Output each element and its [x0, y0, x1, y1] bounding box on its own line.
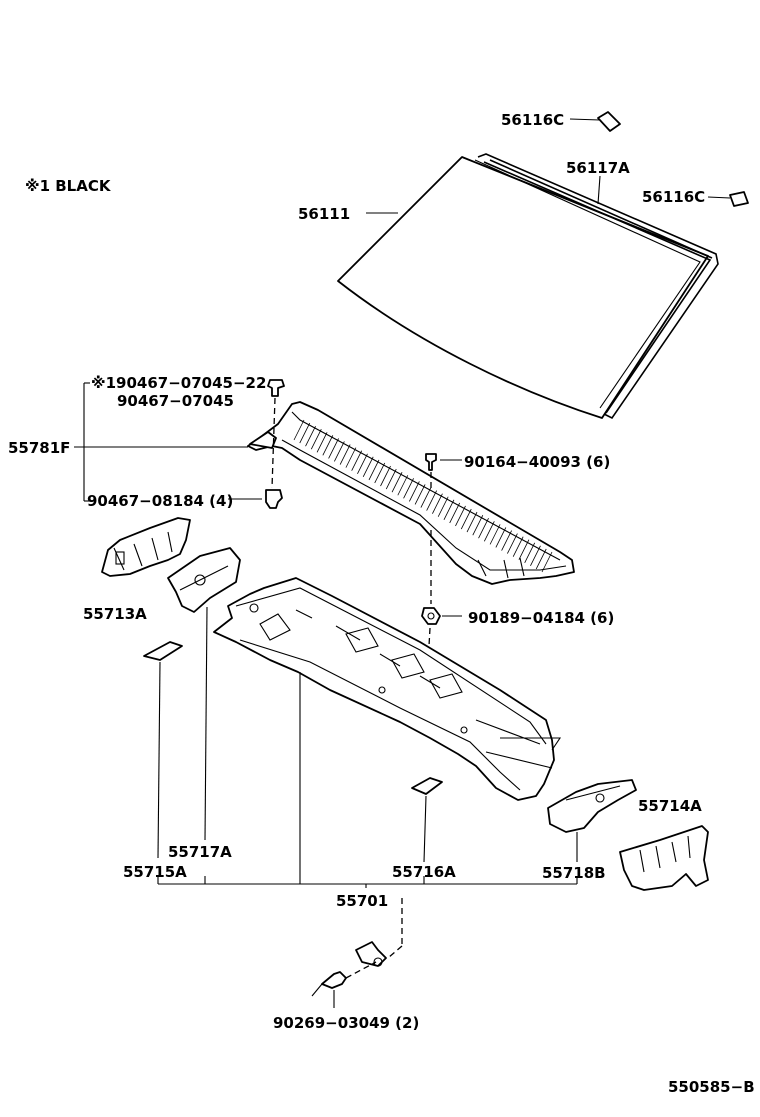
louver-slot — [328, 438, 339, 459]
label-90269-03049[interactable]: 90269−03049 (2) — [273, 1014, 419, 1032]
cowl-side-panel-rh[interactable] — [619, 825, 709, 891]
louver-slot — [334, 441, 345, 462]
cowl-side-panel-lh[interactable] — [101, 517, 191, 577]
louver-slot — [501, 530, 512, 551]
label-90467-08184[interactable]: 90467−08184 (4) — [87, 492, 233, 510]
louver-slot — [535, 548, 547, 570]
louver-slot — [489, 524, 501, 545]
louver-slot — [408, 481, 420, 502]
black-note: ※1 BLACK — [25, 177, 112, 195]
louver-slot — [357, 453, 368, 474]
louver-slot — [310, 429, 322, 450]
louver-slot — [483, 521, 495, 542]
louver-slot — [385, 468, 397, 490]
louver-slot — [443, 499, 455, 520]
louver-slot — [426, 490, 438, 511]
clip-90467-07045[interactable] — [267, 379, 285, 397]
louver-slot — [466, 511, 478, 533]
louver-slot — [449, 502, 461, 524]
label-56116c-right[interactable]: 56116C — [642, 188, 705, 206]
louver-slot — [495, 527, 507, 548]
louver-slot — [339, 444, 351, 465]
louver-slot — [432, 493, 443, 514]
small-bracket-55715a[interactable] — [143, 641, 183, 661]
windshield-molding[interactable] — [474, 153, 719, 420]
louver-slot — [478, 518, 489, 539]
nut-90189-04184[interactable] — [421, 607, 441, 625]
louver-slot — [380, 465, 391, 487]
label-90189-04184[interactable]: 90189−04184 (6) — [468, 609, 614, 627]
label-55713a[interactable]: 55713A — [83, 605, 147, 623]
label-56117a[interactable]: 56117A — [566, 159, 630, 177]
label-55718b[interactable]: 55718B — [542, 864, 606, 882]
louver-slot — [391, 472, 403, 493]
louver-slot — [512, 536, 524, 557]
small-bracket-lower[interactable] — [355, 941, 387, 967]
louver-slot — [299, 422, 311, 444]
cowl-panel-main[interactable] — [213, 577, 562, 801]
louver-slot — [293, 419, 305, 441]
louver-slot — [316, 432, 328, 453]
louver-slot — [437, 496, 449, 517]
louver-slot — [472, 514, 484, 536]
louver-slot — [305, 425, 316, 447]
bolt-90269-03049[interactable] — [311, 971, 347, 997]
label-90467-07045[interactable]: 90467−07045 — [117, 392, 234, 410]
louver-slot — [414, 484, 426, 505]
louver-slot — [460, 508, 472, 530]
louver-slot — [524, 542, 536, 563]
louver-slot — [541, 551, 553, 573]
louver-slot — [397, 475, 409, 496]
louver-slot — [530, 545, 541, 567]
label-56116c-top[interactable]: 56116C — [501, 111, 564, 129]
cowl-brace-lh[interactable] — [167, 547, 241, 613]
label-55715a[interactable]: 55715A — [123, 863, 187, 881]
label-55716a[interactable]: 55716A — [392, 863, 456, 881]
label-55714a[interactable]: 55714A — [638, 797, 702, 815]
molding-clip-right[interactable] — [729, 191, 749, 207]
louver-slot — [322, 435, 334, 456]
louver-slot — [455, 505, 466, 527]
label-55717a[interactable]: 55717A — [168, 843, 232, 861]
louver-slot — [374, 462, 386, 484]
louver-slot — [351, 450, 363, 471]
screw-90164-40093[interactable] — [425, 453, 437, 471]
louver-slot — [518, 539, 530, 560]
label-55701[interactable]: 55701 — [336, 892, 388, 910]
louver-slot — [345, 447, 357, 468]
small-bracket-55716a[interactable] — [411, 777, 443, 795]
louver-slot — [368, 459, 380, 481]
label-90164-40093[interactable]: 90164−40093 (6) — [464, 453, 610, 471]
clip-90467-08184[interactable] — [265, 489, 283, 509]
label-56111[interactable]: 56111 — [298, 205, 350, 223]
diagram-id: 550585−B — [668, 1078, 755, 1096]
louver-slot — [362, 456, 374, 478]
molding-clip-top[interactable] — [597, 111, 621, 132]
cowl-brace-rh[interactable] — [547, 779, 637, 833]
louver-slot — [403, 478, 414, 499]
louver-slot — [507, 533, 518, 554]
label-1-90467-07045-22[interactable]: ※190467−07045−22 — [91, 374, 266, 392]
cowl-top-ventilator-louver[interactable] — [247, 401, 575, 585]
label-55781f[interactable]: 55781F — [8, 439, 70, 457]
louver-slot — [420, 487, 432, 508]
windshield-glass[interactable] — [337, 156, 709, 419]
